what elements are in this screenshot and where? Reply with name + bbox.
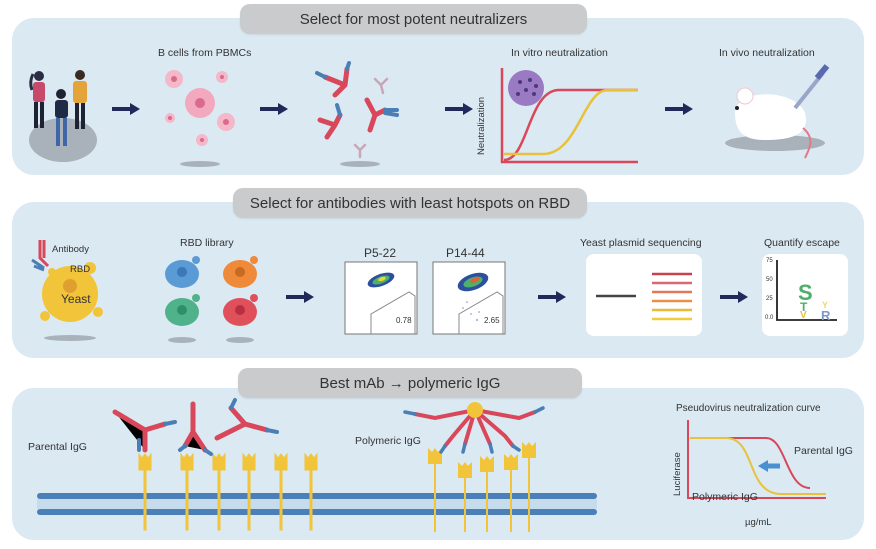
- escape-ytick-25: 25: [766, 296, 773, 302]
- arrow-icon: [720, 291, 748, 303]
- arrow-icon: [665, 103, 693, 115]
- mouse-injection-icon: [725, 64, 830, 159]
- pseudovirus-series-parental: [690, 437, 811, 489]
- donors-illustration: [29, 70, 97, 162]
- step-label-invivo: In vivo neutralization: [719, 47, 815, 59]
- invitro-ylabel: Neutralization: [476, 96, 487, 155]
- logo-letter-v: V: [800, 310, 807, 321]
- logo-letter-s: S: [798, 280, 813, 305]
- arrow-icon: [538, 291, 566, 303]
- step-label-bcells: B cells from PBMCs: [158, 47, 252, 59]
- antibodies-icon: [315, 61, 399, 167]
- rbd-library-icon: [165, 256, 258, 343]
- membrane-parental-illustration: [37, 398, 597, 532]
- escape-ytick-75: 75: [766, 258, 773, 264]
- invitro-neutralization-chart: [500, 68, 638, 164]
- virus-icon: [508, 70, 544, 106]
- facs-plot-p14-44: [432, 261, 506, 335]
- polymeric-igg-label: Polymeric IgG: [355, 435, 421, 447]
- arrow-icon: [112, 103, 140, 115]
- escape-logo-chart: 75 50 25 0.0 S T V Y R: [762, 254, 848, 336]
- b-cells-icon: [165, 70, 235, 167]
- arrow-icon: [260, 103, 288, 115]
- escape-label: Quantify escape: [764, 237, 840, 249]
- escape-ytick-50: 50: [766, 277, 773, 283]
- pseudovirus-axes: [687, 420, 826, 499]
- logo-letter-y: Y: [822, 300, 829, 310]
- arrow-icon: [286, 291, 314, 303]
- escape-ytick-0: 0.0: [765, 315, 774, 321]
- facs-title-1: P5-22: [364, 246, 397, 260]
- rbd-label: RBD: [70, 264, 91, 275]
- logo-letter-r: R: [821, 308, 831, 323]
- facs-plot-p5-22: [344, 261, 418, 335]
- sequencing-label: Yeast plasmid sequencing: [580, 237, 702, 249]
- pseudovirus-chart-title: Pseudovirus neutralization curve: [676, 403, 821, 414]
- facs-title-2: P14-44: [446, 246, 485, 260]
- step-label-invitro: In vitro neutralization: [511, 47, 608, 59]
- pseudovirus-series-label-polymeric: Polymeric IgG: [692, 491, 758, 503]
- escape-axes: [776, 260, 837, 321]
- parental-igg-label: Parental IgG: [28, 441, 87, 453]
- pseudovirus-xlabel: µg/mL: [745, 517, 772, 528]
- arrow-icon: [445, 103, 473, 115]
- pseudovirus-neutralization-chart: [687, 420, 826, 499]
- sequencing-reads-icon: [596, 272, 692, 321]
- facs-gate-value-1: 0.78: [396, 316, 412, 325]
- section-banner-3: Best mAb → polymeric IgG: [238, 368, 582, 398]
- pseudovirus-series-label-parental: Parental IgG: [794, 445, 853, 457]
- facs-gate-value-2: 2.65: [484, 316, 500, 325]
- section-banner-2: Select for antibodies with least hotspot…: [233, 188, 587, 218]
- invitro-series-red: [503, 88, 638, 162]
- yeast-label: Yeast: [61, 292, 91, 306]
- invitro-series-yellow: [504, 88, 638, 156]
- pseudovirus-series-polymeric: [690, 437, 826, 495]
- invitro-axes: [500, 68, 638, 164]
- yeast-display-icon: [31, 240, 103, 341]
- pseudovirus-ylabel: Luciferase: [672, 452, 683, 496]
- rbd-library-label: RBD library: [180, 237, 234, 249]
- logo-letter-t: T: [800, 300, 808, 314]
- antibody-label: Antibody: [52, 244, 89, 255]
- section-banner-1: Select for most potent neutralizers: [240, 4, 587, 34]
- panel-potent-neutralizers: [12, 18, 864, 175]
